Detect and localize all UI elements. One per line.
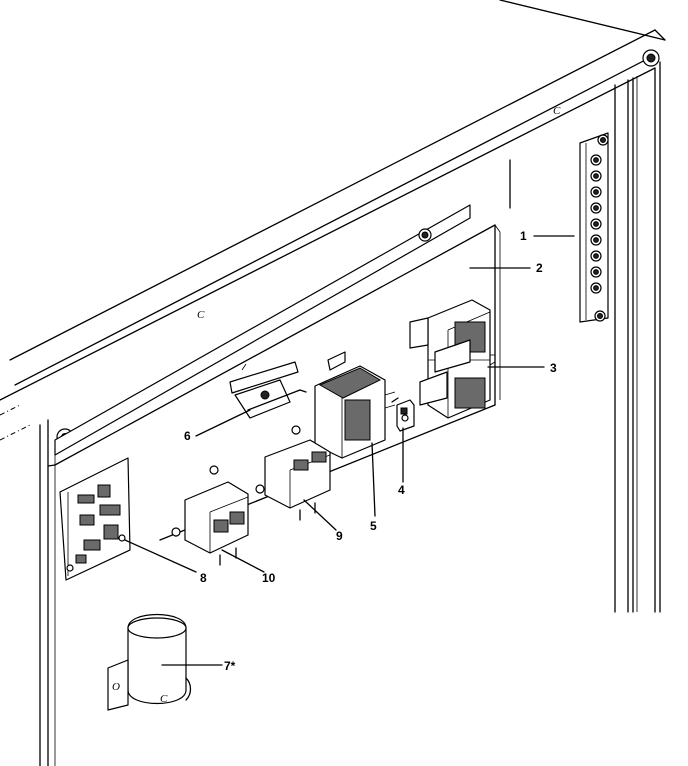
contactor bbox=[409, 299, 496, 419]
terminal-screw-head bbox=[593, 253, 599, 259]
capacitor: O C bbox=[107, 613, 192, 711]
mounting-panel bbox=[47, 204, 501, 541]
terminal-screw-head bbox=[593, 237, 599, 243]
callout-2: 2 bbox=[536, 261, 543, 275]
terminal-screw-head bbox=[593, 173, 599, 179]
control-board bbox=[59, 457, 131, 581]
callout-4: 4 bbox=[398, 483, 405, 497]
relay-10 bbox=[171, 465, 249, 566]
thermostat-switch bbox=[229, 361, 307, 419]
terminal-screw-head bbox=[593, 221, 599, 227]
terminal-screw-head bbox=[593, 189, 599, 195]
callout-5: 5 bbox=[370, 519, 377, 533]
small-relay bbox=[391, 397, 415, 432]
terminal-strip bbox=[579, 132, 609, 323]
terminal-screw-head bbox=[593, 205, 599, 211]
svg-text:O: O bbox=[112, 681, 120, 693]
callout-7: 7* bbox=[224, 659, 236, 673]
callout-3: 3 bbox=[550, 361, 557, 375]
svg-text:C: C bbox=[160, 693, 168, 705]
marking-c-top: C bbox=[553, 105, 561, 117]
cabinet-top-panel bbox=[0, 0, 666, 441]
cabinet-left-side bbox=[39, 419, 56, 766]
terminal-screw-head bbox=[593, 285, 599, 291]
callout-6: 6 bbox=[184, 429, 191, 443]
callout-1: 1 bbox=[520, 229, 527, 243]
cabinet-right-side bbox=[509, 61, 661, 613]
terminal-screw-head bbox=[593, 269, 599, 275]
relay-9 bbox=[255, 425, 331, 521]
bolt-top-right bbox=[642, 49, 660, 67]
transformer bbox=[314, 351, 396, 459]
terminal-screw-head bbox=[593, 157, 599, 163]
callout-10: 10 bbox=[262, 571, 276, 585]
leader-lines bbox=[124, 235, 575, 666]
callout-9: 9 bbox=[336, 529, 343, 543]
callout-8: 8 bbox=[200, 571, 207, 585]
panel-bolt bbox=[418, 228, 432, 242]
marking-c-middle: C bbox=[197, 309, 205, 321]
